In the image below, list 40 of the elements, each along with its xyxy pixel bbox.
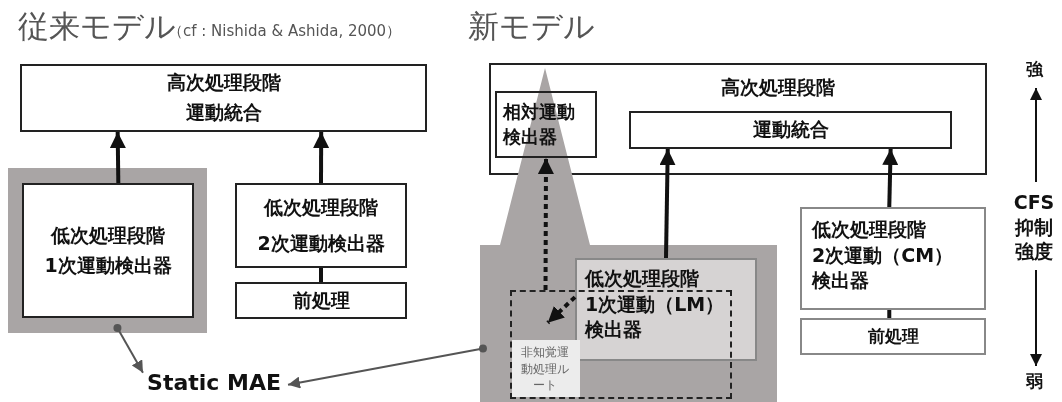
box-label: 2次運動検出器 <box>257 230 385 256</box>
arrow <box>537 158 554 290</box>
detector-box <box>800 207 986 310</box>
box-label: 運動統合 <box>185 100 262 125</box>
heading: 新モデル <box>468 7 595 46</box>
box-label: 前処理 <box>867 325 919 348</box>
box-label: 2次運動（CM）検出器 <box>812 242 955 294</box>
scale-label: CFS抑制強度 <box>1012 190 1056 265</box>
shadow-band <box>8 168 207 333</box>
arrow <box>546 295 577 325</box>
stage-label: 低次処理段階 <box>585 266 699 291</box>
box-label: 1次運動（LM）検出器 <box>585 291 726 343</box>
stage-box <box>489 63 987 175</box>
box-label: 1次運動検出器 <box>44 252 172 278</box>
detector-box <box>575 258 757 361</box>
stage-label: 低次処理段階 <box>51 222 165 248</box>
stage-label: 高次処理段階 <box>166 70 281 96</box>
box-label: 高次処理段階 <box>720 75 835 100</box>
preprocess-box <box>235 282 407 319</box>
detector-box <box>22 183 194 318</box>
box-label: 運動統合 <box>752 117 829 143</box>
scale-label: 弱 <box>1026 370 1043 393</box>
box-label: 非知覚運動処理ルート <box>512 340 580 397</box>
detector-box <box>235 183 407 268</box>
stage-label: 低次処理段階 <box>264 194 378 220</box>
leader-line <box>287 344 487 389</box>
scale-label: 強 <box>1026 58 1043 81</box>
arrow <box>313 132 330 183</box>
stage-box <box>20 64 427 132</box>
route-box <box>510 290 732 399</box>
detector-box <box>495 91 597 158</box>
arrow <box>882 148 899 208</box>
box-label: 前処理 <box>292 287 350 313</box>
arrow <box>109 131 126 184</box>
stage-label: 低次処理段階 <box>812 217 926 242</box>
integration-box <box>629 111 952 149</box>
box-label: Static MAE <box>147 369 281 398</box>
preprocess-box <box>800 318 986 355</box>
arrow <box>659 148 676 259</box>
leader-line <box>113 324 144 374</box>
